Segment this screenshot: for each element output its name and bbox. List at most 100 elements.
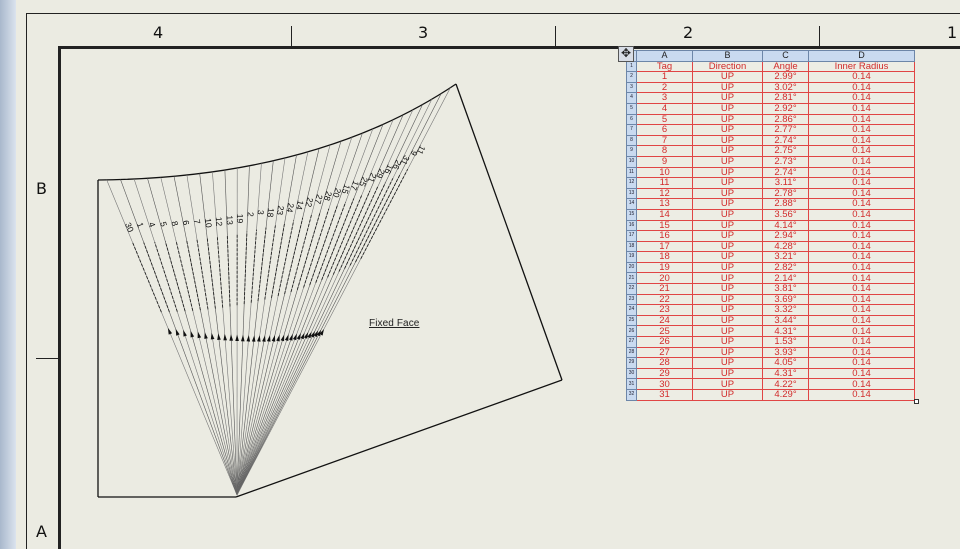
cell-direction[interactable]: UP: [692, 92, 763, 104]
cell-angle[interactable]: 4.31°: [762, 367, 809, 380]
cell-angle[interactable]: 2.82°: [762, 261, 809, 274]
cell-angle[interactable]: 4.28°: [762, 240, 809, 253]
fixed-face-label[interactable]: Fixed Face: [369, 318, 420, 329]
cell-direction[interactable]: UP: [692, 240, 763, 253]
cell-inner-radius[interactable]: 0.14: [808, 198, 915, 210]
cell-tag[interactable]: 1: [636, 71, 693, 83]
row-number[interactable]: 3: [626, 81, 637, 94]
cell-tag[interactable]: 14: [636, 208, 693, 221]
row-number[interactable]: 4: [626, 92, 637, 104]
bend-tag-label[interactable]: 10: [203, 218, 214, 229]
cell-direction[interactable]: UP: [692, 187, 763, 200]
cell-direction[interactable]: UP: [692, 346, 763, 359]
cell-angle[interactable]: 1.53°: [762, 336, 809, 348]
cell-tag[interactable]: 2: [636, 81, 693, 94]
cell-angle[interactable]: 2.92°: [762, 102, 809, 115]
cell-tag[interactable]: 18: [636, 251, 693, 263]
bend-table-grid[interactable]: A B C D 1 Tag Direction Angle Inner Radi…: [626, 50, 915, 401]
cell-direction[interactable]: UP: [692, 102, 763, 115]
row-number[interactable]: 17: [626, 230, 637, 242]
header-direction[interactable]: Direction: [692, 60, 763, 73]
column-letter[interactable]: A: [636, 50, 693, 62]
bend-tag-label[interactable]: 1: [135, 221, 146, 229]
cell-inner-radius[interactable]: 0.14: [808, 389, 915, 401]
cell-inner-radius[interactable]: 0.14: [808, 145, 915, 157]
bend-tag-label[interactable]: 26: [391, 158, 404, 171]
cell-inner-radius[interactable]: 0.14: [808, 124, 915, 136]
cell-tag[interactable]: 9: [636, 155, 693, 168]
cell-direction[interactable]: UP: [692, 81, 763, 94]
cell-angle[interactable]: 3.32°: [762, 304, 809, 316]
cell-tag[interactable]: 15: [636, 219, 693, 232]
bend-tag-label[interactable]: 29: [374, 167, 387, 180]
row-number[interactable]: 10: [626, 155, 637, 168]
cell-tag[interactable]: 30: [636, 378, 693, 390]
row-number[interactable]: 30: [626, 367, 637, 380]
bend-table[interactable]: ✥ A B C D 1 Tag: [618, 46, 919, 404]
cell-direction[interactable]: UP: [692, 272, 763, 285]
cell-angle[interactable]: 3.69°: [762, 293, 809, 306]
cell-tag[interactable]: 27: [636, 346, 693, 359]
cell-tag[interactable]: 20: [636, 272, 693, 285]
cell-tag[interactable]: 31: [636, 389, 693, 401]
bend-tag-label[interactable]: 5: [158, 220, 169, 228]
cell-angle[interactable]: 2.74°: [762, 166, 809, 179]
cell-direction[interactable]: UP: [692, 357, 763, 369]
cell-angle[interactable]: 2.73°: [762, 155, 809, 168]
cell-direction[interactable]: UP: [692, 314, 763, 327]
cell-direction[interactable]: UP: [692, 367, 763, 380]
cell-angle[interactable]: 2.14°: [762, 272, 809, 285]
cell-angle[interactable]: 2.94°: [762, 230, 809, 242]
bend-tag-label[interactable]: 2: [246, 212, 256, 217]
cell-angle[interactable]: 3.81°: [762, 283, 809, 295]
cell-direction[interactable]: UP: [692, 389, 763, 401]
row-number[interactable]: 16: [626, 219, 637, 232]
table-resize-handle[interactable]: [914, 398, 919, 404]
row-number[interactable]: 2: [626, 71, 637, 83]
row-number[interactable]: 31: [626, 378, 637, 390]
cell-angle[interactable]: 3.44°: [762, 314, 809, 327]
cell-tag[interactable]: 11: [636, 177, 693, 189]
cell-angle[interactable]: 2.99°: [762, 71, 809, 83]
cell-inner-radius[interactable]: 0.14: [808, 283, 915, 295]
cell-inner-radius[interactable]: 0.14: [808, 166, 915, 179]
row-number[interactable]: 21: [626, 272, 637, 285]
cell-inner-radius[interactable]: 0.14: [808, 314, 915, 327]
cell-tag[interactable]: 5: [636, 113, 693, 126]
row-number[interactable]: 32: [626, 389, 637, 401]
cell-direction[interactable]: UP: [692, 198, 763, 210]
row-number[interactable]: 6: [626, 113, 637, 126]
row-number[interactable]: 1: [626, 60, 637, 73]
row-number[interactable]: 25: [626, 314, 637, 327]
cell-tag[interactable]: 4: [636, 102, 693, 115]
cell-inner-radius[interactable]: 0.14: [808, 219, 915, 232]
row-number[interactable]: 7: [626, 124, 637, 136]
bend-tag-label[interactable]: 21: [366, 172, 379, 185]
row-number[interactable]: 20: [626, 261, 637, 274]
cell-direction[interactable]: UP: [692, 124, 763, 136]
cell-tag[interactable]: 8: [636, 145, 693, 157]
cell-angle[interactable]: 2.75°: [762, 145, 809, 157]
cell-tag[interactable]: 22: [636, 293, 693, 306]
cell-angle[interactable]: 3.93°: [762, 346, 809, 359]
cell-angle[interactable]: 3.11°: [762, 177, 809, 189]
cell-direction[interactable]: UP: [692, 378, 763, 390]
cell-tag[interactable]: 6: [636, 124, 693, 136]
row-number[interactable]: 28: [626, 346, 637, 359]
header-angle[interactable]: Angle: [762, 60, 809, 73]
cell-tag[interactable]: 10: [636, 166, 693, 179]
cell-tag[interactable]: 25: [636, 325, 693, 338]
cell-inner-radius[interactable]: 0.14: [808, 92, 915, 104]
cell-inner-radius[interactable]: 0.14: [808, 261, 915, 274]
